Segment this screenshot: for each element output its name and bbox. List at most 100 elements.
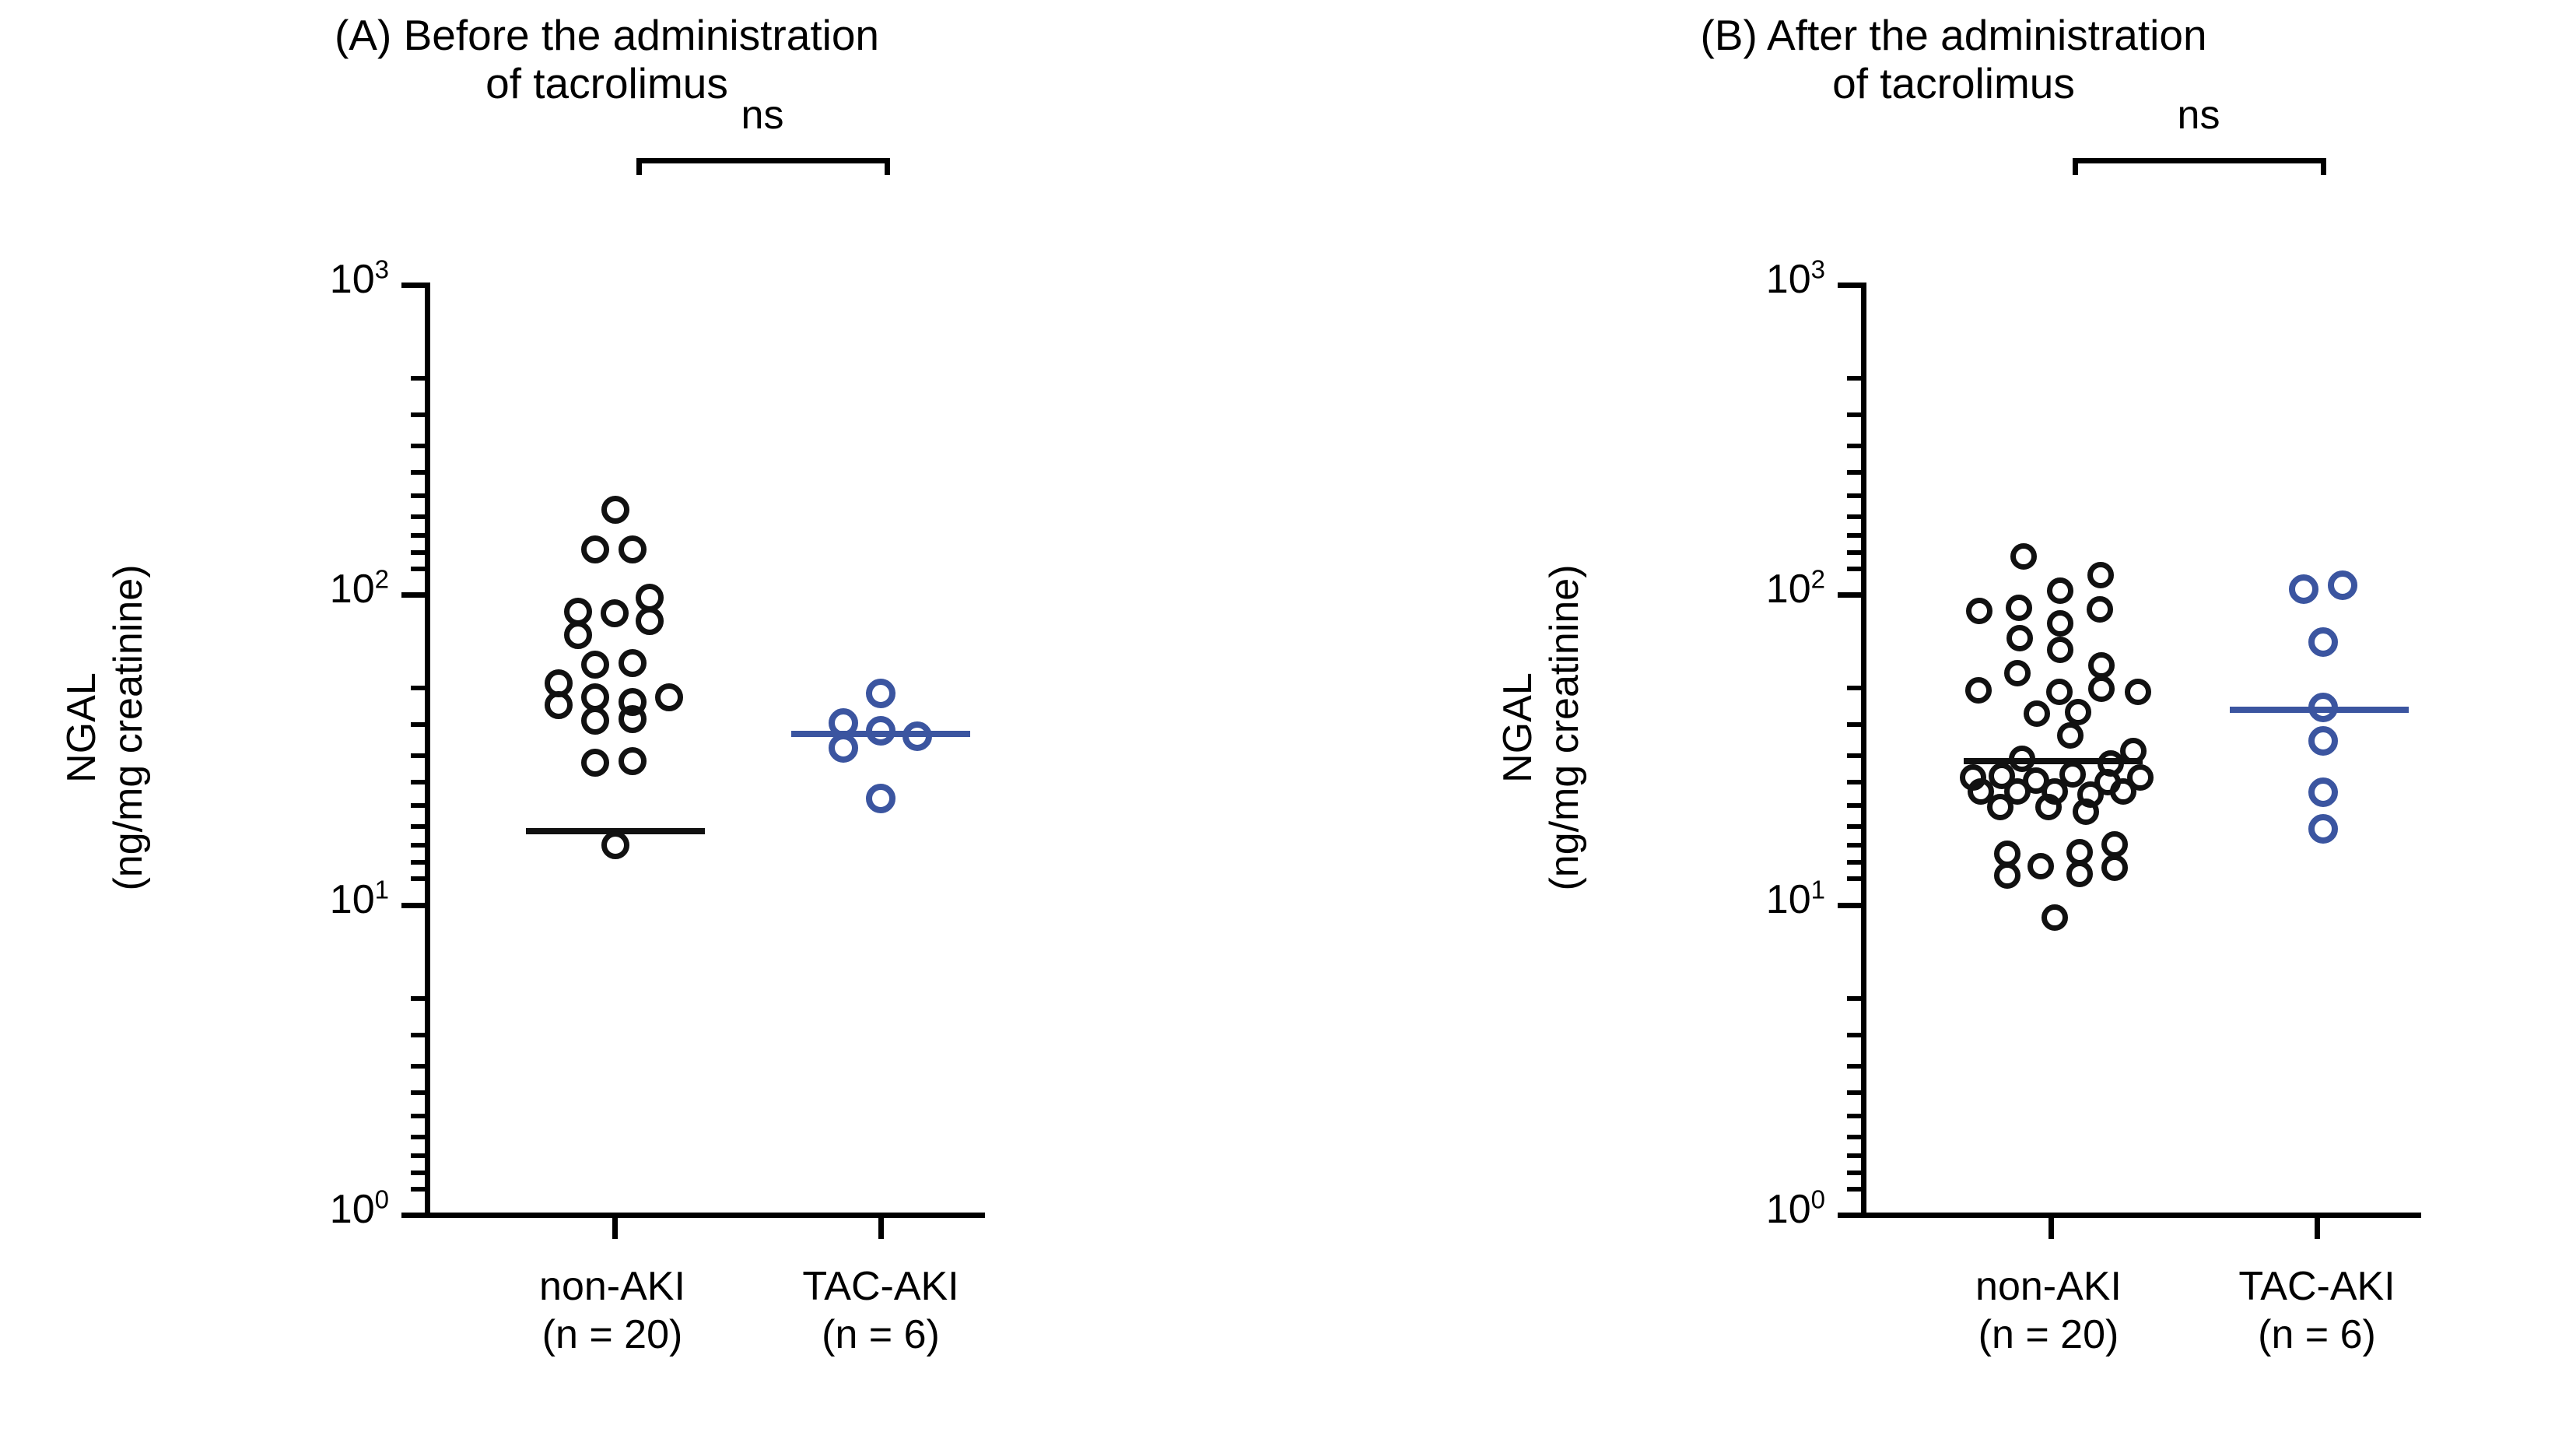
data-point [619, 747, 647, 775]
panel-b-ytick-1000 [1838, 283, 1861, 288]
panel-a-ylabel-10: 101 [329, 875, 389, 922]
data-point [2308, 777, 2338, 807]
data-point [1966, 598, 1992, 624]
panel-b-title: (B) After the administration of tacrolim… [1700, 11, 2207, 107]
panel-a-xcat-non-aki: non-AKI (n = 20) [539, 1264, 685, 1357]
data-point [2042, 904, 2068, 931]
data-point [2035, 794, 2062, 820]
panel-a-yminor [411, 860, 425, 865]
panel-a-yminor [411, 686, 425, 690]
data-point [619, 705, 647, 733]
data-point [2328, 570, 2357, 600]
data-point [601, 599, 629, 627]
panel-a-yminor [411, 996, 425, 1001]
data-point [2010, 543, 2037, 570]
data-point [2088, 652, 2115, 679]
panel-b-x-axis [1861, 1213, 2421, 1218]
panel-a-yminor [411, 1171, 425, 1175]
data-point [2047, 577, 2073, 604]
data-point [2073, 798, 2099, 825]
panel-b-ytick-100 [1838, 592, 1861, 598]
data-point [2004, 778, 2031, 805]
panel-a-ylabel-1: 100 [329, 1185, 389, 1232]
panel-a-yminor [411, 780, 425, 784]
panel-a-significance-label: ns [741, 93, 784, 138]
data-point [866, 784, 895, 813]
panel-a-yminor [411, 1114, 425, 1118]
data-point [2088, 676, 2115, 702]
panel-a-xtick-non-aki [612, 1213, 618, 1239]
panel-b-ylabel-1: 100 [1765, 1185, 1825, 1232]
panel-b-yminor [1847, 722, 1861, 727]
data-point [2308, 814, 2338, 844]
panel-a-ytick-100 [401, 592, 425, 598]
panel-b-significance-bracket [2073, 158, 2326, 175]
panel-a-yminor [411, 493, 425, 498]
data-point [2127, 764, 2154, 791]
data-point [2101, 855, 2128, 881]
panel-a-ytick-10 [401, 903, 425, 908]
panel-a-yminor [411, 1187, 425, 1192]
data-point [2004, 660, 2031, 686]
panel-a-yminor [411, 470, 425, 475]
data-point [581, 651, 609, 679]
panel-b-yminor [1847, 470, 1861, 475]
data-point [829, 733, 858, 763]
panel-b-yminor [1847, 1114, 1861, 1118]
panel-a-yminor [411, 412, 425, 417]
data-point [1968, 778, 1994, 805]
panel-b-yminor [1847, 1090, 1861, 1095]
panel-b-yminor [1847, 1135, 1861, 1139]
panel-b-yminor [1847, 803, 1861, 808]
panel-b-yminor [1847, 376, 1861, 381]
data-point [2308, 627, 2338, 657]
data-point [601, 496, 629, 524]
panel-a-yminor [411, 550, 425, 555]
panel-a-yminor [411, 843, 425, 848]
data-point [2125, 679, 2151, 705]
panel-b: (B) After the administration of tacrolim… [1288, 0, 2576, 1432]
panel-a-y-axis-title: NGAL (ng/mg creatinine) [59, 564, 151, 891]
panel-b-yminor [1847, 753, 1861, 758]
data-point [2289, 574, 2318, 604]
data-point [1987, 794, 2013, 820]
data-point [2066, 861, 2093, 887]
panel-b-yminor [1847, 1171, 1861, 1175]
panel-a-yminor [411, 514, 425, 519]
panel-b-ylabel-1000: 103 [1765, 254, 1825, 302]
panel-a-x-axis [425, 1213, 985, 1218]
panel-b-y-axis [1861, 283, 1866, 1218]
panel-b-yminor [1847, 996, 1861, 1001]
panel-a-yminor [411, 1135, 425, 1139]
data-point [2087, 562, 2114, 588]
panel-a: (A) Before the administration of tacroli… [59, 11, 985, 1357]
data-point [2046, 679, 2073, 705]
data-point [2120, 738, 2147, 764]
panel-b-yminor [1847, 860, 1861, 865]
data-point [581, 749, 609, 777]
panel-a-yminor [411, 533, 425, 538]
panel-a-yminor [411, 567, 425, 571]
data-point [2009, 746, 2035, 772]
data-point [866, 679, 895, 708]
panel-a-ytick-1000 [401, 283, 425, 288]
panel-a-yminor [411, 444, 425, 448]
panel-b-yminor [1847, 1033, 1861, 1037]
panel-b-xtick-non-aki [2049, 1213, 2054, 1239]
data-point [1965, 677, 1992, 704]
panel-b-yminor [1847, 412, 1861, 417]
data-point [2308, 693, 2338, 722]
panel-b-yminor [1847, 780, 1861, 784]
data-point [866, 716, 895, 746]
data-point [2059, 761, 2086, 788]
panel-b-yminor [1847, 843, 1861, 848]
panel-a-yminor [411, 1153, 425, 1158]
data-point [545, 691, 573, 719]
data-point [581, 535, 609, 563]
data-point [2028, 853, 2054, 879]
data-point [2057, 722, 2084, 749]
panel-b-yminor [1847, 550, 1861, 555]
panel-b-significance-label: ns [2177, 93, 2220, 138]
panel-a-ytick-1 [401, 1213, 425, 1218]
panel-b-yminor [1847, 533, 1861, 538]
